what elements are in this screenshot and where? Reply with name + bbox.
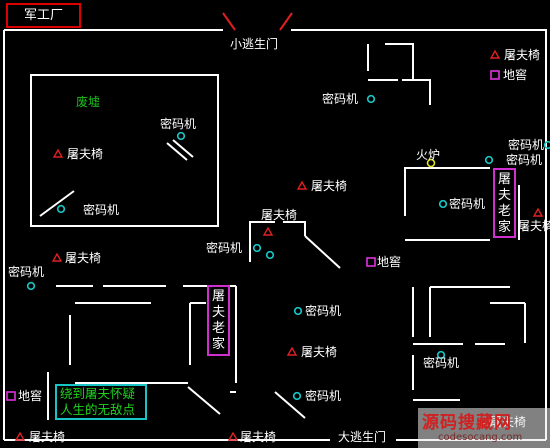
map-title: 军工厂: [6, 3, 81, 28]
cipher-machine-icon: [436, 350, 446, 360]
cipher-machine-label: 密码机: [508, 138, 545, 152]
cipher-machine-icon: [484, 155, 494, 165]
hook-chair-icon: [51, 252, 63, 262]
stove-label: 火炉: [416, 148, 441, 162]
hook-chair-icon: [532, 207, 544, 217]
tip-box: 绕到屠夫怀疑 人生的无敌点: [55, 384, 147, 420]
cipher-machines: [26, 94, 550, 401]
cipher-machine-label: 密码机: [206, 241, 243, 255]
ruins-label: 废墟: [76, 95, 101, 109]
hook-chair-label: 屠夫椅: [504, 48, 541, 62]
hook-chair-label: 屠夫椅: [240, 430, 277, 444]
butcher-home-char: 屠: [211, 289, 225, 304]
hook-chair-label: 屠夫椅: [311, 179, 348, 193]
cipher-machine-icon: [252, 243, 262, 253]
butcher-home-char: 夫: [211, 305, 225, 320]
cipher-machine-icon: [26, 281, 36, 291]
stove-icon: [426, 158, 436, 168]
hook-chair-label: 屠夫椅: [29, 430, 66, 444]
cipher-machine-label: 密码机: [305, 389, 342, 403]
hook-chair-label: 屠夫椅: [301, 345, 338, 359]
butcher-home-east: 屠 夫 老 家: [493, 168, 516, 238]
cipher-machine-label: 密码机: [8, 265, 45, 279]
cellar-label: 地窖: [503, 68, 528, 82]
watermark-main: 源码搜藏网: [422, 413, 512, 433]
butcher-home-char: 屠: [497, 172, 511, 187]
butcher-home-char: 夫: [497, 188, 511, 203]
watermark: 源码搜藏网 codesocang.com: [418, 408, 550, 448]
watermark-sub: codesocang.com: [438, 432, 523, 443]
hook-chairs: [14, 49, 544, 441]
small-escape-gate-label: 小逃生门: [230, 37, 279, 51]
cipher-machine-label: 密码机: [449, 197, 486, 211]
cellar-icon: [6, 391, 16, 401]
cellar-label: 地窖: [377, 255, 402, 269]
tip-line: 绕到屠夫怀疑: [60, 386, 136, 401]
cipher-machine-icon: [438, 199, 448, 209]
cipher-machine-label: 密码机: [83, 203, 120, 217]
hook-chair-label: 屠夫椅: [65, 251, 102, 265]
tip-line: 人生的无敌点: [60, 402, 136, 417]
cellar-label: 地窖: [18, 389, 43, 403]
hook-chair-label: 屠夫椅: [518, 219, 550, 233]
butcher-home-char: 老: [211, 321, 225, 336]
cipher-machine-label: 密码机: [305, 304, 342, 318]
cipher-machine-icon: [543, 140, 550, 150]
cipher-machine-label: 密码机: [506, 153, 543, 167]
cipher-machine-label: 密码机: [423, 356, 460, 370]
hook-chair-icon: [14, 431, 26, 441]
big-escape-gate-label: 大逃生门: [338, 430, 387, 444]
cipher-machine-icon: [176, 131, 186, 141]
butcher-home-char: 家: [211, 337, 225, 352]
cipher-machine-label: 密码机: [160, 117, 197, 131]
hook-chair-icon: [296, 180, 308, 190]
cellar-icon: [366, 257, 376, 267]
butcher-home-west: 屠 夫 老 家: [207, 285, 230, 356]
hook-chair-icon: [227, 431, 239, 441]
cipher-machine-icon: [366, 94, 376, 104]
cellar-icon: [490, 70, 500, 80]
cipher-machine-icon: [56, 204, 66, 214]
cipher-machine-icon: [293, 306, 303, 316]
hook-chair-icon: [286, 346, 298, 356]
cipher-machine-icon: [265, 250, 275, 260]
hook-chair-icon: [489, 49, 501, 59]
butcher-home-char: 家: [497, 220, 511, 235]
hook-chair-label: 屠夫椅: [261, 208, 298, 222]
cipher-machine-label: 密码机: [322, 92, 359, 106]
map-walls: [3, 29, 547, 441]
hook-chair-label: 屠夫椅: [67, 147, 104, 161]
hook-chair-icon: [262, 226, 274, 236]
cipher-machine-icon: [292, 391, 302, 401]
hook-chair-icon: [52, 148, 64, 158]
butcher-home-char: 老: [497, 204, 511, 219]
cellars: [6, 70, 500, 401]
small-gate-marker: [222, 12, 293, 31]
